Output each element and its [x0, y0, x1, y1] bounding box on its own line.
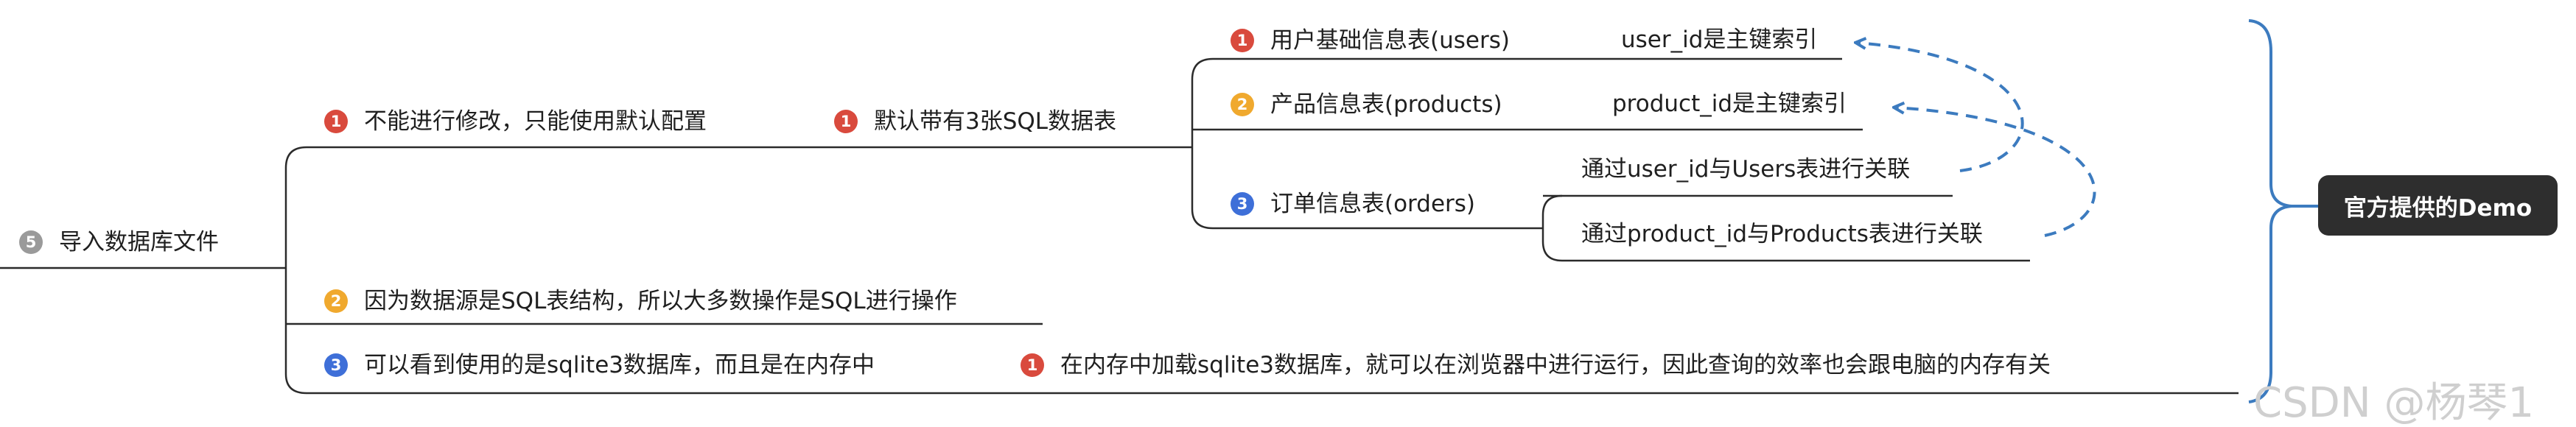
- memory-badge: 1: [1021, 353, 1044, 377]
- sql-tables-node[interactable]: 1 默认带有3张SQL数据表: [834, 110, 1116, 133]
- branch-2-badge: 2: [324, 289, 348, 313]
- memory-label: 在内存中加载sqlite3数据库，就可以在浏览器中进行运行，因此查询的效率也会跟…: [1060, 351, 2051, 378]
- branch-node-readonly[interactable]: 1 不能进行修改，只能使用默认配置: [324, 110, 707, 133]
- table-orders-node[interactable]: 3 订单信息表(orders): [1231, 192, 1475, 216]
- table-products-node[interactable]: 2 产品信息表(products): [1231, 93, 1502, 116]
- relation-arrow-products: [1895, 107, 2096, 237]
- sql-tables-badge: 1: [834, 110, 858, 133]
- branch-node-sqlite-memory[interactable]: 3 可以看到使用的是sqlite3数据库，而且是在内存中: [324, 353, 875, 377]
- table-orders-label: 订单信息表(orders): [1270, 190, 1476, 217]
- orders-users-relation-note[interactable]: 通过user_id与Users表进行关联: [1581, 156, 1911, 183]
- table-users-node[interactable]: 1 用户基础信息表(users): [1231, 29, 1510, 52]
- relation-arrow-users: [1857, 43, 2024, 172]
- sql-tables-label: 默认带有3张SQL数据表: [874, 107, 1117, 135]
- users-key-note[interactable]: user_id是主键索引: [1621, 27, 1818, 53]
- csdn-watermark: CSDN @杨琴1: [2253, 379, 2535, 427]
- branch-1-label: 不能进行修改，只能使用默认配置: [364, 107, 707, 135]
- summary-demo-node[interactable]: 官方提供的Demo: [2318, 175, 2558, 236]
- main-trunk: [284, 146, 307, 395]
- mindmap-canvas: 5 导入数据库文件 1 不能进行修改，只能使用默认配置 2 因为数据源是SQL表…: [0, 19, 2558, 424]
- table-users-badge: 1: [1231, 29, 1254, 52]
- root-node[interactable]: 5 导入数据库文件: [19, 230, 219, 254]
- branch-1-badge: 1: [324, 110, 348, 133]
- table-products-label: 产品信息表(products): [1270, 91, 1502, 118]
- branch-2-label: 因为数据源是SQL表结构，所以大多数操作是SQL进行操作: [364, 287, 957, 314]
- table-orders-badge: 3: [1231, 192, 1254, 216]
- branch-node-sql-structure[interactable]: 2 因为数据源是SQL表结构，所以大多数操作是SQL进行操作: [324, 289, 957, 313]
- tables-trunk-lower: [1191, 147, 1214, 230]
- table-users-label: 用户基础信息表(users): [1270, 27, 1510, 54]
- orders-products-relation-note[interactable]: 通过product_id与Products表进行关联: [1581, 221, 1983, 247]
- branch-3-badge: 3: [324, 353, 348, 377]
- tables-trunk: [1191, 57, 1214, 147]
- products-key-note[interactable]: product_id是主键索引: [1612, 91, 1847, 117]
- connector-lines: [0, 19, 2318, 403]
- orders-subtrunk: [1541, 194, 1563, 262]
- root-badge: 5: [19, 230, 43, 254]
- table-products-badge: 2: [1231, 93, 1254, 116]
- root-label: 导入数据库文件: [59, 228, 219, 255]
- summary-bracket: [2248, 19, 2292, 403]
- branch-3-label: 可以看到使用的是sqlite3数据库，而且是在内存中: [364, 351, 875, 378]
- memory-node[interactable]: 1 在内存中加载sqlite3数据库，就可以在浏览器中进行运行，因此查询的效率也…: [1021, 353, 2051, 377]
